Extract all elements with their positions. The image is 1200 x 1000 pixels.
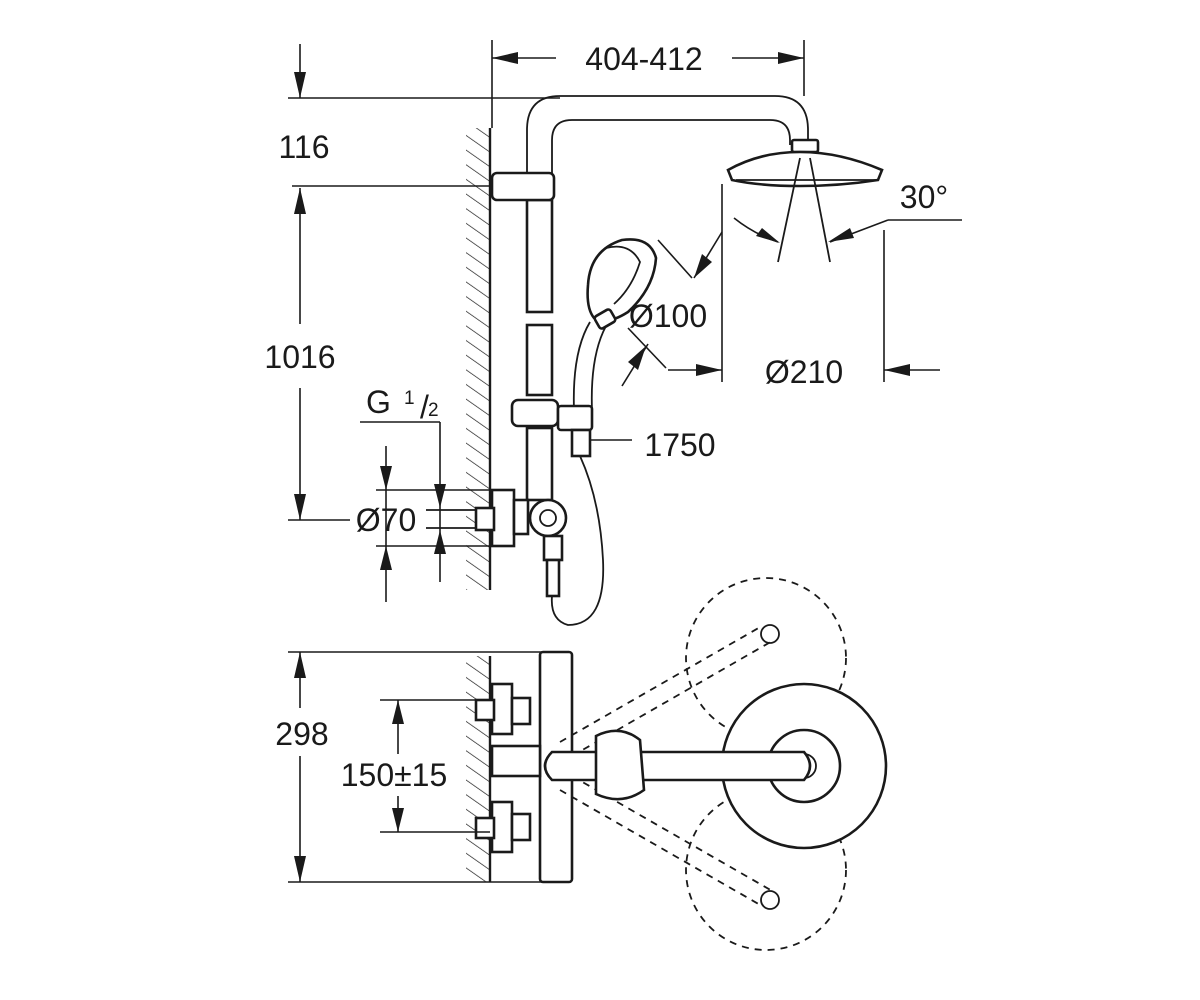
inlet-spacing-label: 150±15 xyxy=(341,757,448,793)
escutcheon-diameter-label: Ø70 xyxy=(356,502,416,538)
dim-head-shower: Ø210 30° xyxy=(668,179,962,390)
dim-escutcheon: Ø70 xyxy=(356,446,492,602)
hand-shower xyxy=(572,238,658,411)
thread-fraction-slash: / xyxy=(420,389,429,425)
dim-arm-length: 404-412 xyxy=(491,40,805,128)
head-shower-diameter-label: Ø210 xyxy=(765,354,843,390)
hose-length-label: 1750 xyxy=(644,427,715,463)
dim-hose-length: 1750 xyxy=(590,427,716,463)
arm-length-label: 404-412 xyxy=(585,41,702,77)
shower-rail xyxy=(490,171,556,502)
dim-inlet-spacing: 150±15 xyxy=(341,699,490,833)
hand-shower-plan xyxy=(594,729,646,801)
head-shower-plan xyxy=(543,682,888,850)
wall-bracket-top xyxy=(490,171,556,202)
head-shower xyxy=(726,138,884,263)
elevation-view: 404-412 116 1016 G 1 / 2 xyxy=(264,40,962,626)
shower-hose xyxy=(550,455,605,626)
plan-view: 298 150±15 xyxy=(275,577,888,951)
hand-shower-slider xyxy=(510,398,594,458)
thread-fraction-denominator: 2 xyxy=(428,400,439,421)
dim-hand-shower: Ø100 xyxy=(621,231,723,387)
thread-size-label: G xyxy=(366,384,391,420)
hand-shower-diameter-label: Ø100 xyxy=(629,298,707,334)
dim-arm-drop: 116 xyxy=(278,44,560,187)
spray-angle-label: 30° xyxy=(900,179,948,215)
rail-height-label: 1016 xyxy=(264,339,335,375)
dim-plan-depth: 298 xyxy=(275,651,542,883)
dim-thread: G 1 / 2 xyxy=(360,384,446,582)
arm-drop-label: 116 xyxy=(278,129,329,165)
dim-rail-height: 1016 xyxy=(264,188,350,521)
arm-swivel-alternatives xyxy=(559,577,847,951)
shower-arm xyxy=(526,95,809,185)
wall-plan xyxy=(466,656,492,882)
thermostatic-mixer-elevation xyxy=(426,488,568,598)
thread-fraction-numerator: 1 xyxy=(404,388,415,409)
plan-depth-label: 298 xyxy=(275,716,328,752)
